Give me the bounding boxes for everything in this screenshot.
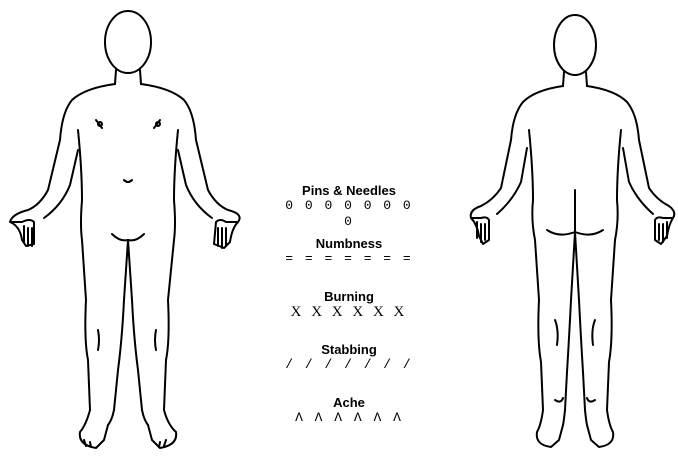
- legend-label: Burning: [285, 289, 413, 304]
- legend-item-stabbing: Stabbing / / / / / / /: [285, 342, 413, 395]
- legend-label: Pins & Needles: [285, 183, 413, 198]
- back-body-figure: [463, 0, 678, 459]
- legend-symbol: 0 0 0 0 0 0 0 0: [285, 198, 413, 230]
- pain-legend: Pins & Needles 0 0 0 0 0 0 0 0 Numbness …: [285, 183, 413, 448]
- front-body-outline: [0, 0, 250, 459]
- legend-label: Stabbing: [285, 342, 413, 357]
- legend-item-burning: Burning X X X X X X: [285, 289, 413, 342]
- back-head: [554, 15, 596, 75]
- legend-label: Ache: [285, 395, 413, 410]
- legend-symbol: Λ Λ Λ Λ Λ Λ: [285, 410, 413, 426]
- legend-symbol: X X X X X X: [285, 304, 413, 320]
- legend-item-pins-needles: Pins & Needles 0 0 0 0 0 0 0 0: [285, 183, 413, 236]
- legend-item-numbness: Numbness = = = = = = =: [285, 236, 413, 289]
- front-body-figure: [0, 0, 250, 459]
- legend-symbol: / / / / / / /: [285, 357, 413, 373]
- legend-item-ache: Ache Λ Λ Λ Λ Λ Λ: [285, 395, 413, 448]
- legend-label: Numbness: [285, 236, 413, 251]
- front-head: [105, 11, 151, 73]
- back-body-outline: [463, 0, 678, 459]
- legend-symbol: = = = = = = =: [285, 251, 413, 267]
